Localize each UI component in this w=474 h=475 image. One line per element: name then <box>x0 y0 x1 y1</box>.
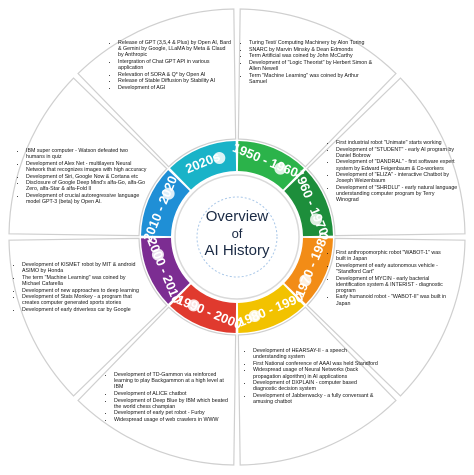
panel-2010s: IBM super computer - Watson defeated two… <box>20 148 148 206</box>
era-icon <box>310 213 323 226</box>
era-icon <box>299 274 312 287</box>
panel-item: Disclosure of Google Deep Mind's alfa-Go… <box>26 180 148 192</box>
panel-item: Development of early pet robot - Furby <box>114 410 234 416</box>
panel-item: Development of "STUDENT" - early AI prog… <box>336 147 458 159</box>
outer-panels <box>8 8 466 466</box>
era-icon <box>274 162 287 175</box>
panel-item: Relevation of SORA & Q* by Open AI <box>118 72 232 78</box>
outer-panel-segment <box>77 8 237 168</box>
panel-1960s: First industrial robot "Unimate" starts … <box>330 140 458 204</box>
panel-1990s: Development of TD-Gammon via reinforced … <box>108 372 234 424</box>
outer-panel-segment <box>8 237 168 397</box>
era-icon <box>162 187 175 200</box>
era-icon <box>187 299 200 312</box>
panel-item: First anthropomorphic robot "WABOT-1" wa… <box>336 250 450 262</box>
panel-item: Development of "Logic Theorist" by Herbe… <box>249 60 378 72</box>
panel-item: Turing Test/ Computing Machinery by Alon… <box>249 40 378 46</box>
panel-item: Intergration of Chat GPT API in various … <box>118 59 232 71</box>
panel-item: Widespread usage of web crawlers in WWW <box>114 417 234 423</box>
outer-panel-segment <box>77 306 237 466</box>
panel-1970s: First anthropomorphic robot "WABOT-1" wa… <box>330 250 450 307</box>
era-icon <box>213 151 226 164</box>
center-title-line1: Overview <box>205 208 269 225</box>
panel-item: Development of new approaches to deep le… <box>22 288 140 294</box>
outer-panel-segment <box>8 77 168 237</box>
era-segment <box>170 284 237 333</box>
panel-2000s: Development of KISMET robot by MIT & and… <box>16 262 140 314</box>
panel-item: First industrial robot "Unimate" starts … <box>336 140 458 146</box>
center-title-line2: of <box>231 226 243 241</box>
era-segment <box>141 170 190 237</box>
panel-item: Development of "DANDRAL" - first softwar… <box>336 159 458 171</box>
panel-item: Development of early driverless car by G… <box>22 307 140 313</box>
panel-1950s: Turing Test/ Computing Machinery by Alon… <box>243 40 378 86</box>
era-icon <box>248 310 261 323</box>
outer-panel-segment <box>306 237 466 397</box>
era-icon <box>151 248 164 261</box>
panel-item: Development of DXPLAIN - computer based … <box>253 380 379 392</box>
panel-item: Term Artificial was coined by John McCar… <box>249 53 378 59</box>
panel-item: Development of crucial autoregressive la… <box>26 193 148 205</box>
era-ring <box>141 141 333 333</box>
outer-panel-segment <box>237 306 397 466</box>
panel-item: First National conference of AAAI was he… <box>253 361 379 367</box>
panel-item: Development of Siri, Google Now & Cortan… <box>26 174 148 180</box>
panel-item: Development of TD-Gammon via reinforced … <box>114 372 234 390</box>
center-title: Overview of AI History <box>197 207 277 269</box>
panel-item: IBM super computer - Watson defeated two… <box>26 148 148 160</box>
era-segment <box>284 237 333 304</box>
panel-item: Development of "ELIZA" - interactive Cha… <box>336 172 458 184</box>
panel-item: Development of "SHRDLU" - early natural … <box>336 185 458 203</box>
outer-panel-segment <box>237 8 397 168</box>
panel-item: Release of GPT (3,5,4 & Plus) by Open AI… <box>118 40 232 58</box>
panel-2020s: Release of GPT (3,5,4 & Plus) by Open AI… <box>112 40 232 92</box>
center-title-line3: AI History <box>204 242 270 259</box>
panel-item: Development of HEARSAY-II - a speech und… <box>253 348 379 360</box>
panel-item: Development of Alex Net - multilayers Ne… <box>26 161 148 173</box>
panel-item: Development of ALICE chatbot <box>114 391 234 397</box>
panel-item: The term "Machine Learning" was coined b… <box>22 275 140 287</box>
panel-item: Release of Stable Diffusion by Stability… <box>118 78 232 84</box>
panel-item: Development of KISMET robot by MIT & and… <box>22 262 140 274</box>
outer-panel-segment <box>306 77 466 237</box>
panel-1980s: Development of HEARSAY-II - a speech und… <box>247 348 379 406</box>
panel-item: SNARC by Marvin Minsky & Dean Edmonds <box>249 47 378 53</box>
panel-item: Term "Machine Learning" was coined by Ar… <box>249 73 378 85</box>
panel-item: Development of early autonomous vehicle … <box>336 263 450 275</box>
center-hub <box>174 174 300 300</box>
era-segment <box>237 141 304 190</box>
panel-item: Development of Deep Blue by IBM which be… <box>114 398 234 410</box>
panel-item: Development of Jabberwacky - a fully con… <box>253 393 379 405</box>
panel-item: Development of Stats Monkey - a program … <box>22 294 140 306</box>
panel-item: Development of MYCIN - early bacterial i… <box>336 276 450 294</box>
panel-item: Widespread usage of Neural Networks (bac… <box>253 367 379 379</box>
panel-item: Early humanoid robot - "WABOT-II" was bu… <box>336 294 450 306</box>
panel-item: Development of AGI <box>118 85 232 91</box>
